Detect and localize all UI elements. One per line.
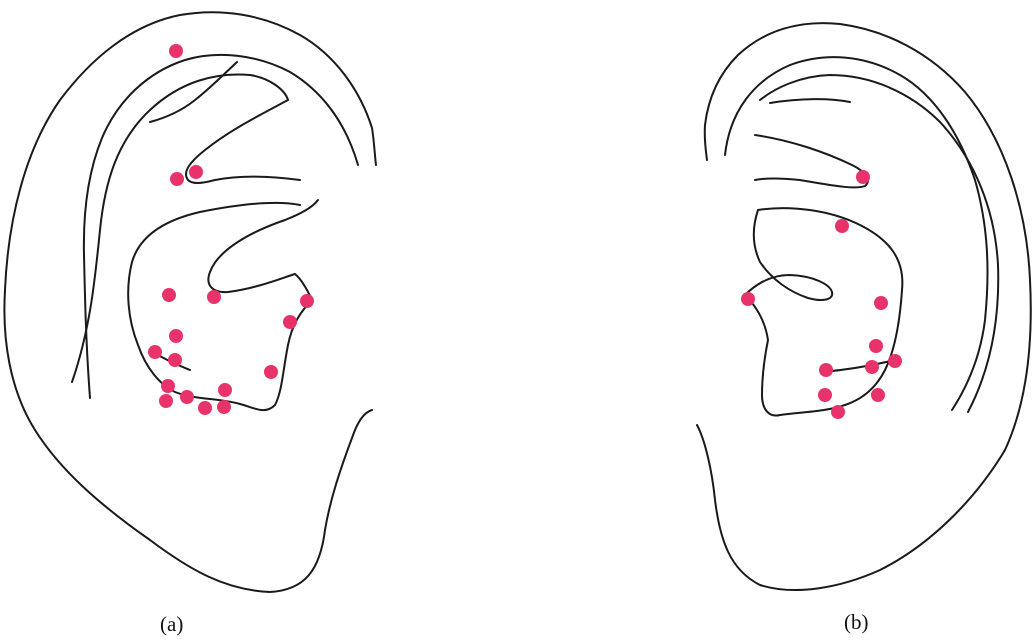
ear-b-outer-contour xyxy=(697,23,1031,590)
ear-a-point[interactable] xyxy=(207,290,221,304)
ear-a-point[interactable] xyxy=(283,315,297,329)
ear-a-lower-crus xyxy=(186,100,300,183)
ear-a-point[interactable] xyxy=(162,288,176,302)
ear-a-point[interactable] xyxy=(198,401,212,415)
ear-a-point[interactable] xyxy=(189,165,203,179)
ear-b-point[interactable] xyxy=(888,354,902,368)
ear-a-outer-contour xyxy=(4,12,376,592)
ear-b-point[interactable] xyxy=(818,388,832,402)
ear-b-point[interactable] xyxy=(741,292,755,306)
ear-b-point[interactable] xyxy=(871,388,885,402)
ear-a-point[interactable] xyxy=(264,365,278,379)
ear-b-point[interactable] xyxy=(819,363,833,377)
ear-a-point[interactable] xyxy=(148,345,162,359)
ear-a-helix-rim xyxy=(84,55,358,398)
ear-b-point[interactable] xyxy=(874,296,888,310)
ear-panel-a xyxy=(4,12,376,592)
panel-label-b: (b) xyxy=(844,612,869,633)
ear-a-point[interactable] xyxy=(217,400,231,414)
ear-a-point[interactable] xyxy=(169,329,183,343)
panel-label-a: (a) xyxy=(160,614,183,635)
ear-b-point[interactable] xyxy=(865,360,879,374)
ear-b-point[interactable] xyxy=(835,219,849,233)
ear-a-point[interactable] xyxy=(168,353,182,367)
ear-b-point[interactable] xyxy=(869,339,883,353)
ear-b-concha xyxy=(745,208,902,415)
ear-a-point[interactable] xyxy=(170,172,184,186)
ear-b-lower-crus xyxy=(755,135,868,187)
ear-a-points xyxy=(148,44,314,415)
ear-b-antihelix-outer xyxy=(760,75,998,412)
ear-b-point[interactable] xyxy=(831,405,845,419)
ear-b-point[interactable] xyxy=(856,170,870,184)
ear-a-point[interactable] xyxy=(180,390,194,404)
ear-a-upper-crus xyxy=(150,62,237,122)
ear-b-upper-crus xyxy=(770,99,850,103)
ear-a-concha xyxy=(128,200,318,410)
ear-a-point[interactable] xyxy=(218,383,232,397)
ear-a-point[interactable] xyxy=(161,379,175,393)
ear-a-point[interactable] xyxy=(300,294,314,308)
ear-a-point[interactable] xyxy=(169,44,183,58)
ear-a-point[interactable] xyxy=(159,394,173,408)
ear-panel-b xyxy=(697,23,1031,590)
